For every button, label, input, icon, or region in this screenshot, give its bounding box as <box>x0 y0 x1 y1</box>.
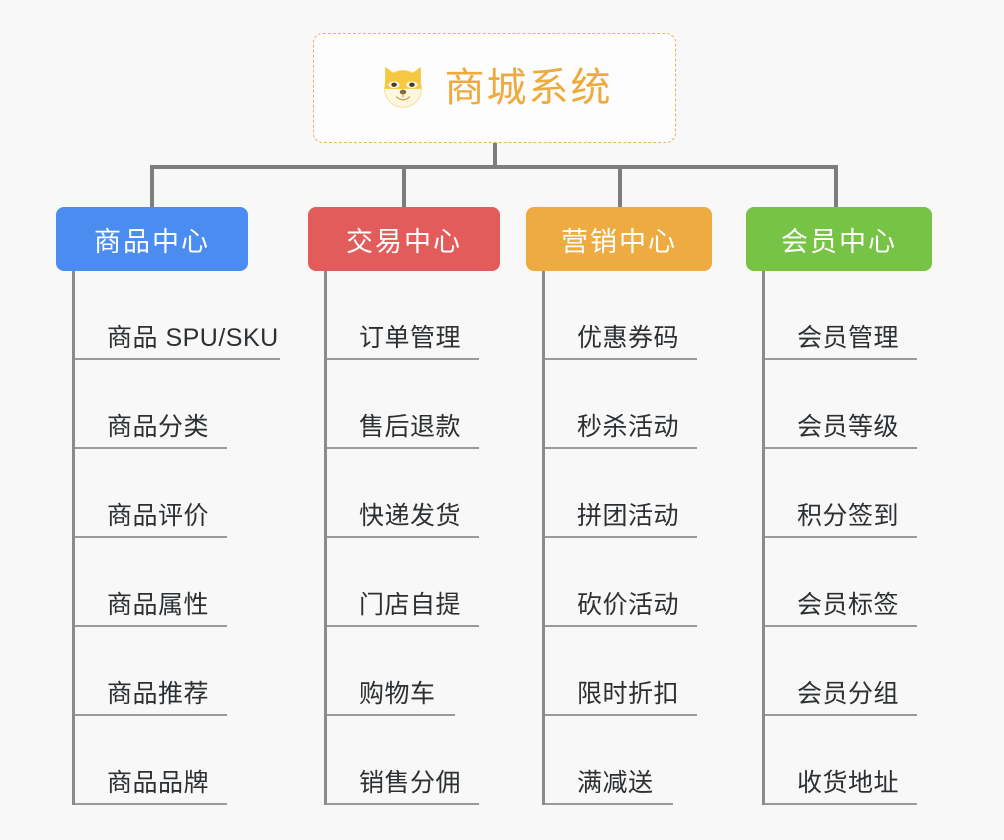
leaf-underline <box>545 447 697 449</box>
leaf-underline <box>765 536 917 538</box>
root-node-shopping-system[interactable]: 商城系统 <box>313 33 676 143</box>
list-item[interactable]: 商品属性 <box>75 538 306 627</box>
list-item[interactable]: 商品评价 <box>75 449 306 538</box>
leaf-list-trade: 订单管理 售后退款 快递发货 门店自提 购物车 销售分佣 <box>324 271 530 805</box>
leaf-underline <box>75 358 280 360</box>
list-item[interactable]: 积分签到 <box>765 449 966 538</box>
list-item[interactable]: 销售分佣 <box>327 716 530 805</box>
leaf-underline <box>765 625 917 627</box>
leaf-label: 商品推荐 <box>107 680 210 708</box>
leaf-label: 会员标签 <box>797 591 900 619</box>
leaf-list-member: 会员管理 会员等级 积分签到 会员标签 会员分组 收货地址 <box>762 271 966 805</box>
connector-drop-trade <box>402 165 406 209</box>
branch-column-marketing: 营销中心 优惠券码 秒杀活动 拼团活动 砍价活动 限时折扣 <box>526 207 746 805</box>
leaf-label: 限时折扣 <box>577 680 680 708</box>
leaf-underline <box>765 803 917 805</box>
list-item[interactable]: 购物车 <box>327 627 530 716</box>
list-item[interactable]: 满减送 <box>545 716 746 805</box>
list-item[interactable]: 会员分组 <box>765 627 966 716</box>
leaf-underline <box>545 358 697 360</box>
leaf-label: 满减送 <box>577 769 654 797</box>
leaf-label: 销售分佣 <box>359 769 462 797</box>
leaf-label: 商品分类 <box>107 413 210 441</box>
category-box-product[interactable]: 商品中心 <box>56 207 248 271</box>
leaf-label: 商品 SPU/SKU <box>107 324 279 352</box>
dog-face-icon <box>383 66 422 108</box>
leaf-label: 优惠券码 <box>577 324 680 352</box>
leaf-label: 会员分组 <box>797 680 900 708</box>
leaf-underline <box>545 714 697 716</box>
list-item[interactable]: 商品推荐 <box>75 627 306 716</box>
list-item[interactable]: 收货地址 <box>765 716 966 805</box>
leaf-underline <box>75 714 227 716</box>
category-label: 会员中心 <box>781 226 897 257</box>
leaf-label: 购物车 <box>359 680 436 708</box>
category-box-marketing[interactable]: 营销中心 <box>526 207 712 271</box>
connector-drop-product <box>150 165 154 209</box>
list-item[interactable]: 快递发货 <box>327 449 530 538</box>
leaf-underline <box>545 536 697 538</box>
leaf-label: 会员管理 <box>797 324 900 352</box>
leaf-underline <box>545 625 697 627</box>
leaf-label: 商品属性 <box>107 591 210 619</box>
leaf-underline <box>75 447 227 449</box>
category-label: 商品中心 <box>94 226 210 257</box>
branch-column-product: 商品中心 商品 SPU/SKU 商品分类 商品评价 商品属性 商品推荐 <box>56 207 306 805</box>
list-item[interactable]: 会员标签 <box>765 538 966 627</box>
category-box-member[interactable]: 会员中心 <box>746 207 932 271</box>
branch-column-member: 会员中心 会员管理 会员等级 积分签到 会员标签 会员分组 <box>746 207 966 805</box>
leaf-underline <box>75 803 227 805</box>
leaf-underline <box>327 625 479 627</box>
leaf-underline <box>327 714 455 716</box>
leaf-underline <box>327 447 479 449</box>
leaf-underline <box>327 803 479 805</box>
leaf-label: 商品品牌 <box>107 769 210 797</box>
leaf-label: 积分签到 <box>797 502 900 530</box>
list-item[interactable]: 售后退款 <box>327 360 530 449</box>
list-item[interactable]: 商品品牌 <box>75 716 306 805</box>
connector-drop-marketing <box>618 165 622 209</box>
leaf-underline <box>545 803 673 805</box>
leaf-label: 拼团活动 <box>577 502 680 530</box>
list-item[interactable]: 秒杀活动 <box>545 360 746 449</box>
leaf-label: 商品评价 <box>107 502 210 530</box>
leaf-label: 售后退款 <box>359 413 462 441</box>
leaf-label: 会员等级 <box>797 413 900 441</box>
leaf-underline <box>765 714 917 716</box>
connector-root-stem <box>493 143 497 169</box>
leaf-label: 收货地址 <box>797 769 900 797</box>
leaf-underline <box>75 625 227 627</box>
list-item[interactable]: 门店自提 <box>327 538 530 627</box>
leaf-underline <box>765 447 917 449</box>
list-item[interactable]: 商品 SPU/SKU <box>75 271 306 360</box>
leaf-label: 秒杀活动 <box>577 413 680 441</box>
connector-drop-member <box>834 165 838 209</box>
list-item[interactable]: 优惠券码 <box>545 271 746 360</box>
leaf-underline <box>75 536 227 538</box>
leaf-underline <box>765 358 917 360</box>
list-item[interactable]: 会员管理 <box>765 271 966 360</box>
category-label: 交易中心 <box>346 226 462 257</box>
list-item[interactable]: 商品分类 <box>75 360 306 449</box>
leaf-label: 砍价活动 <box>577 591 680 619</box>
list-item[interactable]: 限时折扣 <box>545 627 746 716</box>
category-label: 营销中心 <box>561 226 677 257</box>
leaf-list-product: 商品 SPU/SKU 商品分类 商品评价 商品属性 商品推荐 商品品牌 <box>72 271 306 805</box>
leaf-label: 门店自提 <box>359 591 462 619</box>
list-item[interactable]: 订单管理 <box>327 271 530 360</box>
leaf-label: 订单管理 <box>359 324 462 352</box>
leaf-label: 快递发货 <box>359 502 462 530</box>
category-box-trade[interactable]: 交易中心 <box>308 207 500 271</box>
branch-column-trade: 交易中心 订单管理 售后退款 快递发货 门店自提 购物车 <box>308 207 530 805</box>
leaf-list-marketing: 优惠券码 秒杀活动 拼团活动 砍价活动 限时折扣 满减送 <box>542 271 746 805</box>
root-title: 商城系统 <box>444 66 613 110</box>
list-item[interactable]: 会员等级 <box>765 360 966 449</box>
leaf-underline <box>327 536 479 538</box>
connector-horizontal-bus <box>150 165 838 169</box>
list-item[interactable]: 拼团活动 <box>545 449 746 538</box>
list-item[interactable]: 砍价活动 <box>545 538 746 627</box>
leaf-underline <box>327 358 479 360</box>
